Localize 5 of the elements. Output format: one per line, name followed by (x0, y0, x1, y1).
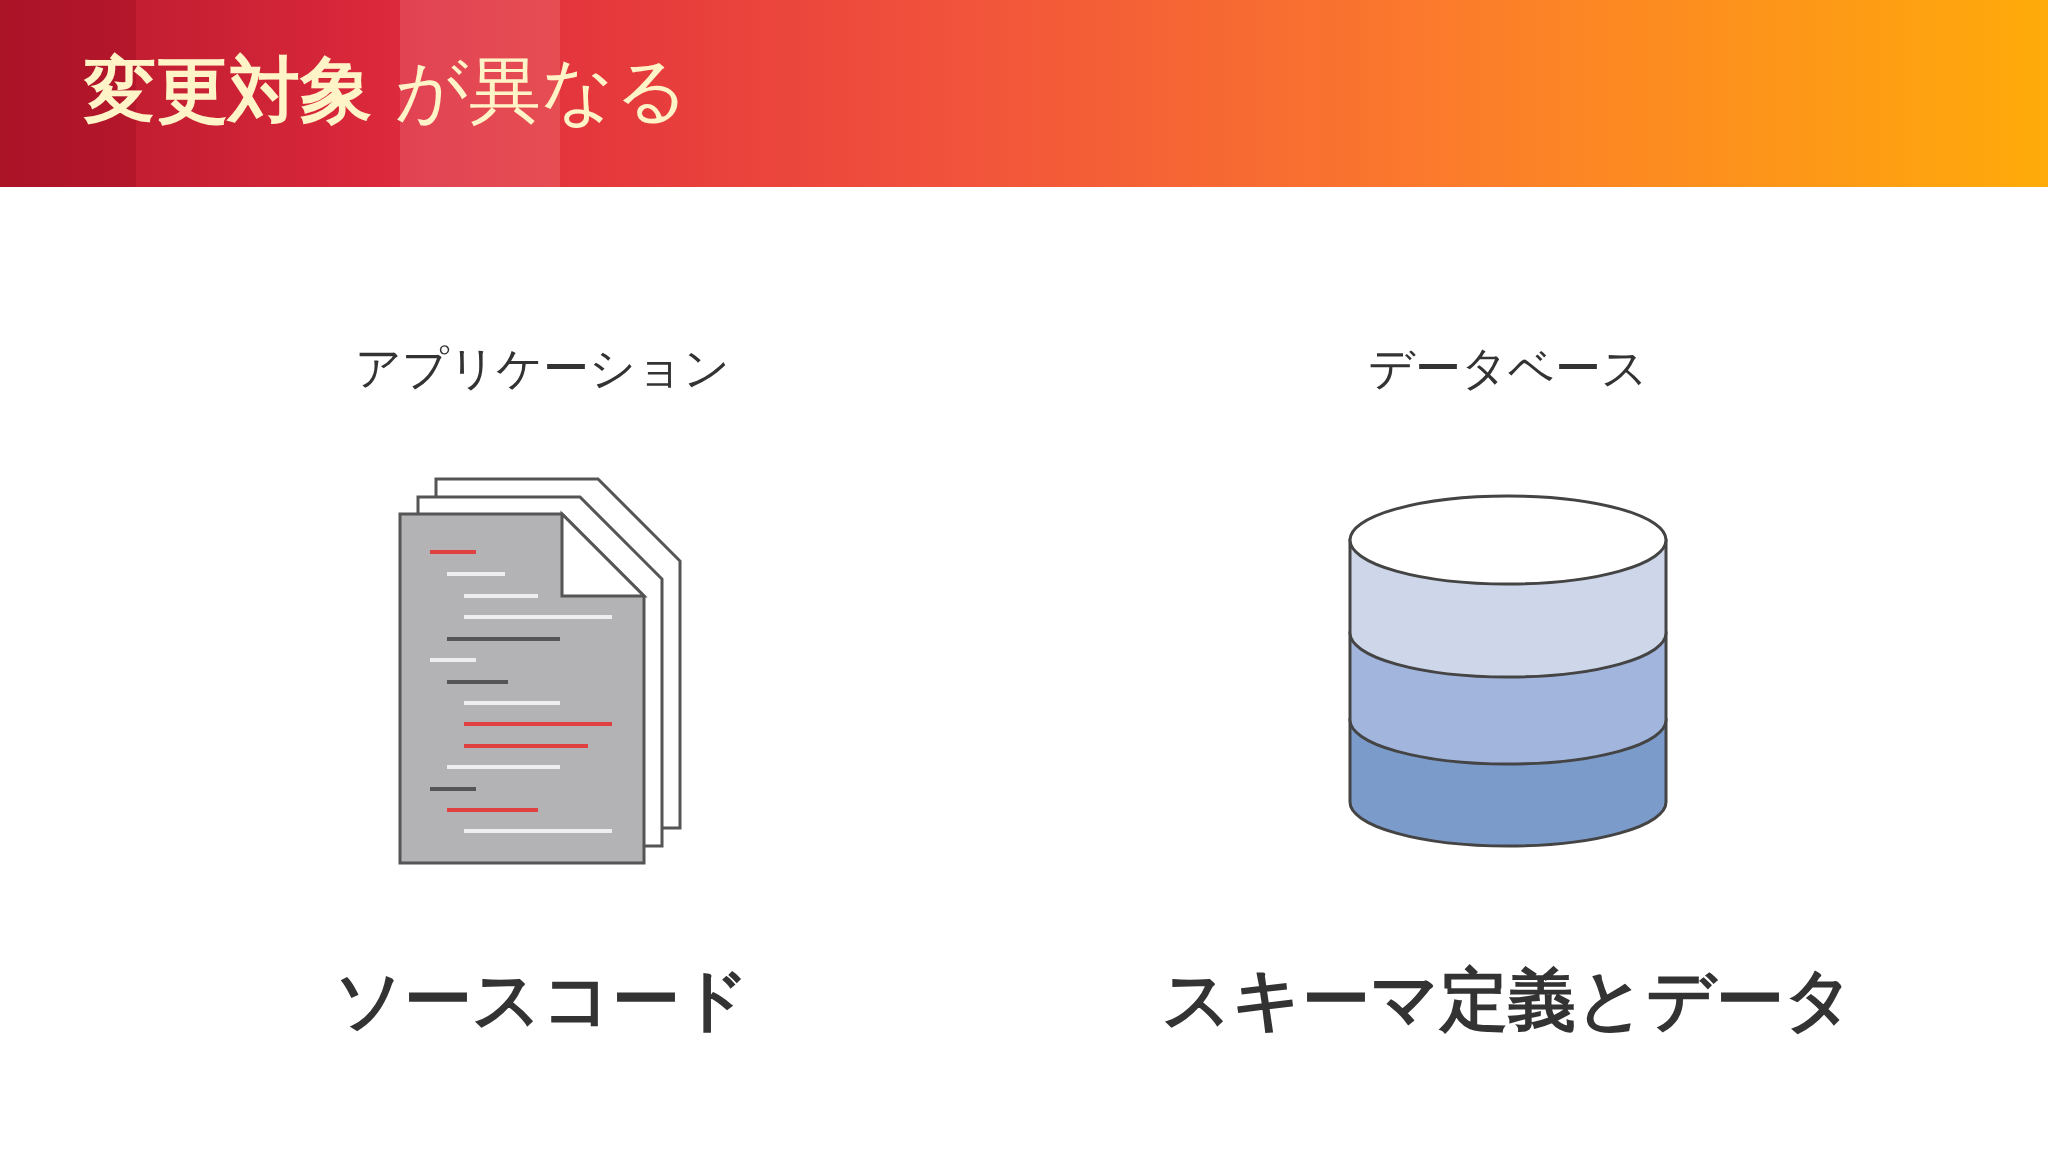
item-caption: ソースコード (334, 959, 750, 1041)
column-heading: データベース (1368, 340, 1648, 397)
item-caption: スキーマ定義とデータ (1162, 959, 1854, 1041)
slide-title: 変更対象 が異なる (84, 47, 689, 134)
column-heading: アプリケーション (354, 340, 730, 397)
